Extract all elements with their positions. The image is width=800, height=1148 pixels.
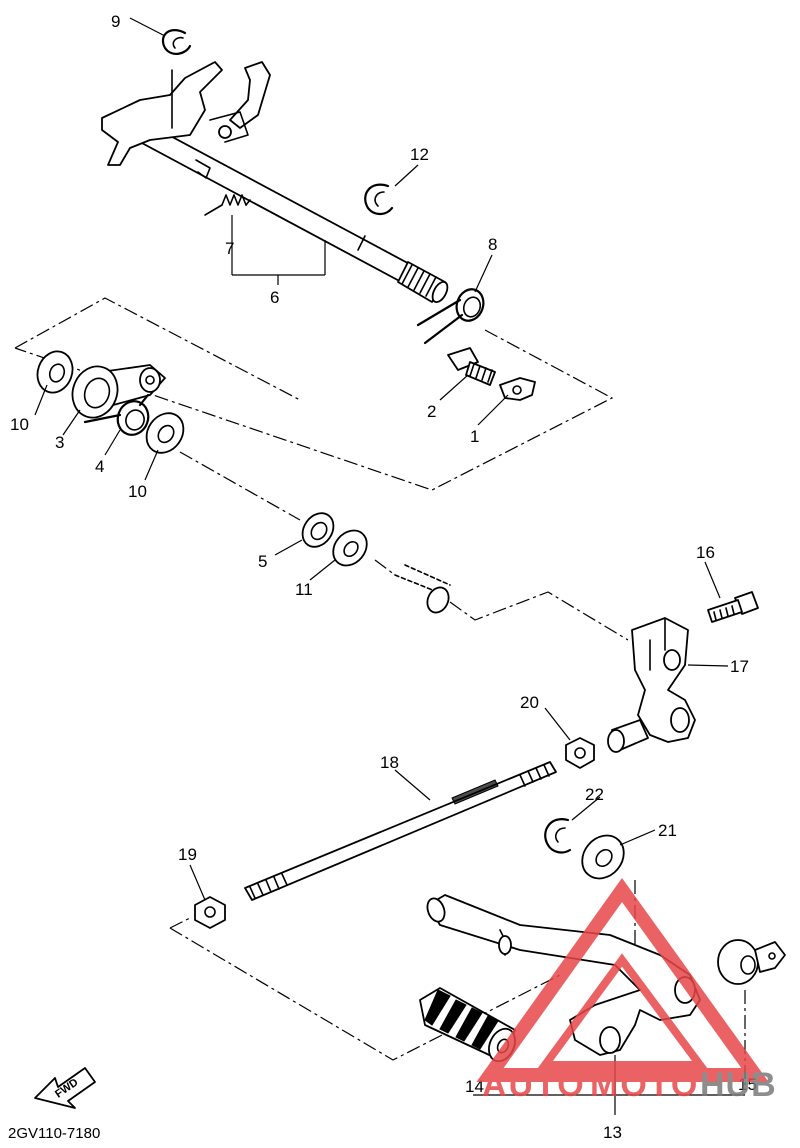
shift-pedal-part-13 (426, 894, 701, 1056)
watermark-auto-text: AUTO (482, 1066, 586, 1104)
part-label-6: 6 (270, 288, 279, 307)
diagram-code: 2GV110-7180 (8, 1125, 100, 1142)
circlip-part-22 (544, 818, 572, 854)
leader-lines (34, 17, 745, 1115)
washer-part-11 (332, 529, 368, 567)
part-label-11: 11 (295, 580, 313, 599)
rod-end-part-15 (717, 939, 786, 985)
part-label-16: 16 (696, 543, 715, 562)
washer-part-21 (581, 834, 625, 880)
part-label-19: 19 (178, 845, 197, 864)
part-label-12: 12 (410, 145, 429, 164)
shaft-end-phantom (394, 564, 451, 614)
assembly-outline-upper (14, 297, 614, 491)
watermark-moto-text: MOTO (590, 1066, 699, 1104)
assembly-outline-lower (169, 880, 746, 1085)
part-label-8: 8 (488, 235, 497, 254)
shift-lever-part-3 (71, 364, 166, 419)
spring-part-7 (204, 194, 251, 216)
part-label-10-upper: 10 (10, 415, 29, 434)
circlip-part-9 (161, 29, 192, 55)
leader-bracket-6-7 (231, 215, 326, 285)
shift-arm-part-17 (607, 617, 696, 753)
part-label-5: 5 (258, 552, 267, 571)
part-label-1: 1 (470, 427, 479, 446)
circlip-part-12 (364, 183, 394, 216)
watermark-hub-text: HUB (700, 1066, 777, 1104)
fwd-arrow-icon: FWD (34, 1067, 96, 1109)
spring-part-4 (83, 393, 150, 436)
shift-rod-part-18 (244, 761, 557, 901)
part-label-10-lower: 10 (128, 482, 147, 501)
part-label-21: 21 (658, 821, 677, 840)
assembly-outline-shaft-line (179, 451, 629, 641)
part-label-22: 22 (585, 785, 604, 804)
washer-part-10-upper (36, 350, 74, 394)
part-label-3: 3 (55, 433, 64, 452)
part-label-9: 9 (111, 12, 120, 31)
part-label-18: 18 (380, 753, 399, 772)
part-label-4: 4 (95, 457, 104, 476)
nut-part-19 (194, 896, 226, 929)
oil-seal-part-5 (301, 512, 335, 548)
part-label-13: 13 (603, 1123, 622, 1142)
shift-shaft-part-6 (101, 61, 449, 304)
part-label-7: 7 (225, 239, 234, 258)
part-label-2: 2 (427, 402, 436, 421)
nut-part-20 (565, 737, 595, 769)
part-label-20: 20 (520, 693, 539, 712)
stopper-plate-part-1 (499, 377, 536, 401)
automotohub-watermark-logo: AUTO MOTO HUB (476, 877, 777, 1104)
washer-part-10-lower (145, 412, 185, 454)
bolt-part-2 (447, 347, 496, 386)
bolt-part-16 (707, 591, 759, 623)
part-label-17: 17 (730, 657, 749, 676)
